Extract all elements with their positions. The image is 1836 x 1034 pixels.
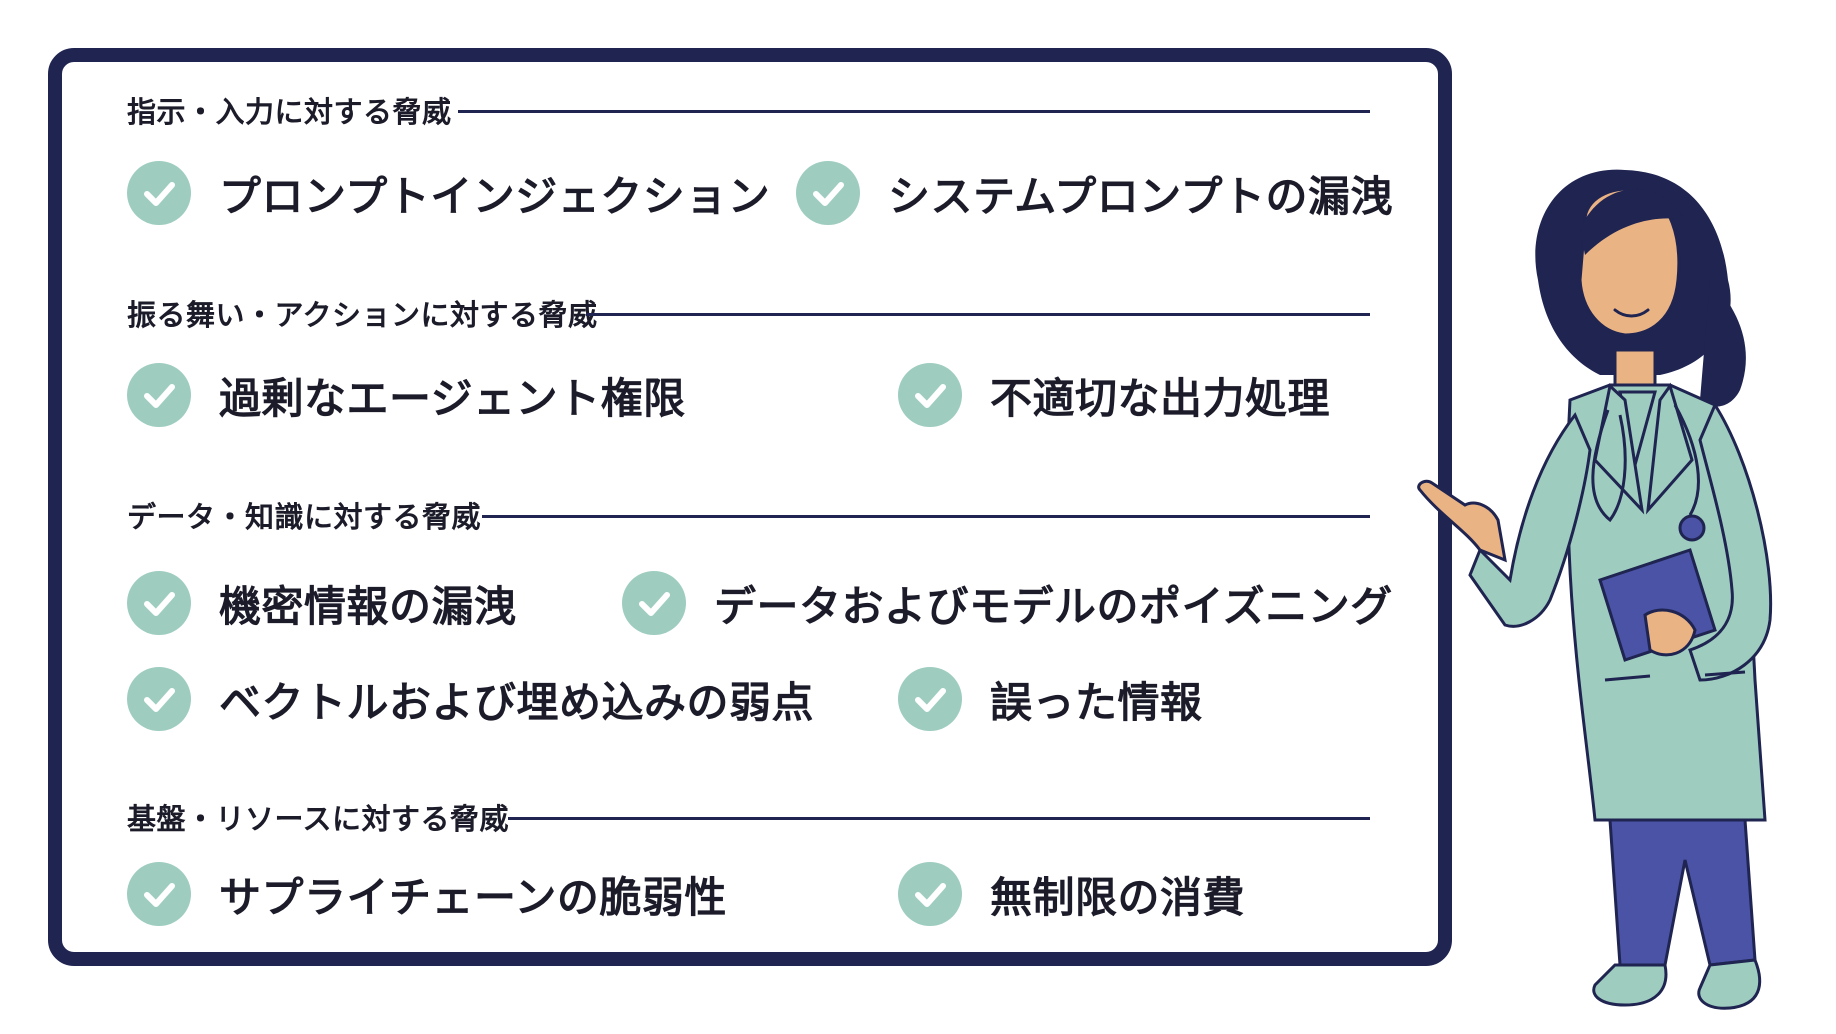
section-heading-label: 振る舞い・アクションに対する脅威 bbox=[127, 298, 598, 332]
section-heading-label: 指示・入力に対する脅威 bbox=[127, 95, 452, 129]
check-circle-icon bbox=[127, 571, 191, 635]
section-heading-behavior: 振る舞い・アクションに対する脅威 bbox=[127, 293, 598, 333]
list-item: 無制限の消費 bbox=[898, 861, 1245, 927]
section-heading-infrastructure: 基盤・リソースに対する脅威 bbox=[127, 797, 509, 837]
item-label: サプライチェーンの脆弱性 bbox=[219, 872, 727, 922]
list-item: サプライチェーンの脆弱性 bbox=[127, 861, 727, 927]
item-label: 誤った情報 bbox=[990, 677, 1203, 727]
threat-board bbox=[48, 48, 1452, 966]
list-item: 過剰なエージェント権限 bbox=[127, 362, 686, 428]
item-label: ベクトルおよび埋め込みの弱点 bbox=[219, 677, 815, 727]
item-label: 無制限の消費 bbox=[990, 872, 1246, 922]
list-item: システムプロンプトの漏洩 bbox=[796, 160, 1393, 226]
check-circle-icon bbox=[127, 667, 191, 731]
section-divider bbox=[458, 110, 1370, 113]
check-circle-icon bbox=[127, 862, 191, 926]
section-divider bbox=[586, 313, 1370, 316]
item-label: プロンプトインジェクション bbox=[219, 171, 771, 221]
item-label: 不適切な出力処理 bbox=[990, 373, 1331, 423]
check-circle-icon bbox=[898, 862, 962, 926]
section-heading-input: 指示・入力に対する脅威 bbox=[127, 90, 452, 130]
check-circle-icon bbox=[622, 571, 686, 635]
section-divider bbox=[508, 817, 1370, 820]
list-item: ベクトルおよび埋め込みの弱点 bbox=[127, 666, 814, 732]
item-label: 機密情報の漏洩 bbox=[219, 581, 517, 631]
doctor-illustration bbox=[1417, 169, 1773, 1010]
section-heading-data: データ・知識に対する脅威 bbox=[127, 495, 481, 535]
item-label: システムプロンプトの漏洩 bbox=[888, 171, 1393, 221]
list-item: プロンプトインジェクション bbox=[127, 160, 770, 226]
list-item: データおよびモデルのポイズニング bbox=[622, 570, 1393, 636]
check-circle-icon bbox=[796, 161, 860, 225]
section-heading-label: 基盤・リソースに対する脅威 bbox=[127, 802, 510, 836]
list-item: 機密情報の漏洩 bbox=[127, 570, 517, 636]
check-circle-icon bbox=[898, 667, 962, 731]
section-heading-label: データ・知識に対する脅威 bbox=[127, 500, 482, 534]
item-label: データおよびモデルのポイズニング bbox=[714, 581, 1393, 631]
item-label: 過剰なエージェント権限 bbox=[219, 373, 686, 423]
section-divider bbox=[482, 515, 1370, 518]
check-circle-icon bbox=[127, 363, 191, 427]
check-circle-icon bbox=[127, 161, 191, 225]
list-item: 誤った情報 bbox=[898, 666, 1203, 732]
check-circle-icon bbox=[898, 363, 962, 427]
list-item: 不適切な出力処理 bbox=[898, 362, 1330, 428]
